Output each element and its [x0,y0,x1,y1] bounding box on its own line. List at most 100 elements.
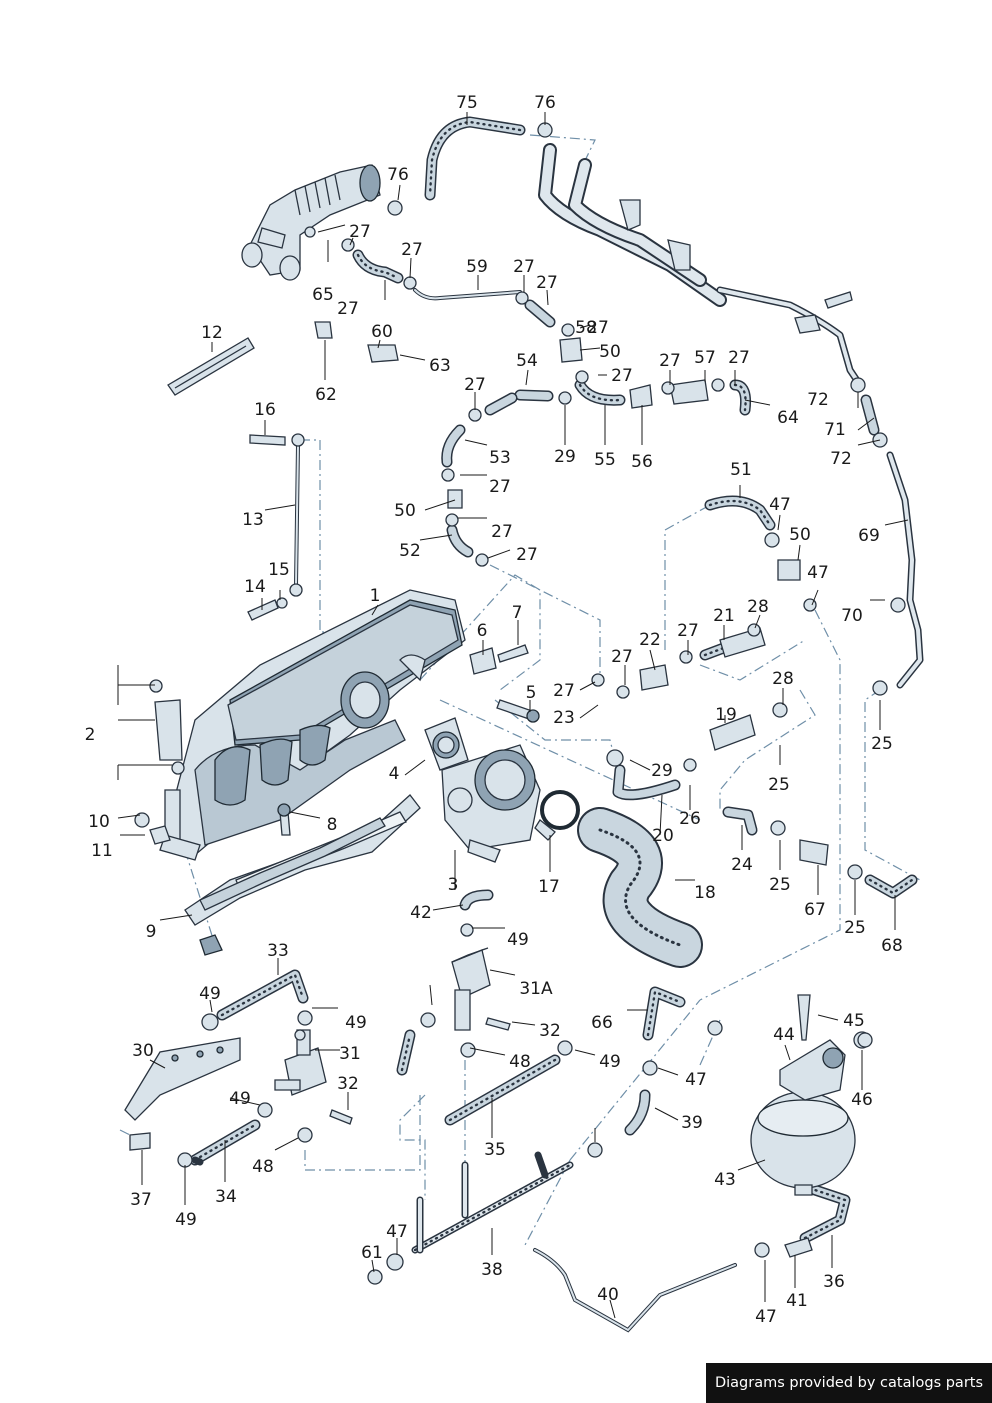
callout-label: 33 [267,941,289,961]
callout-label: 25 [768,775,790,795]
callout-label: 27 [489,477,511,497]
callout-label: 54 [516,351,538,371]
bracket-30 [124,1037,241,1151]
callout-label: 14 [244,577,266,597]
callout-label: 30 [132,1041,154,1061]
callout-label: 37 [130,1190,152,1210]
callout-label: 5 [526,683,537,703]
callout-label: 66 [591,1013,613,1033]
callout-label: 22 [639,630,661,650]
callout-label: 26 [679,809,701,829]
callout-label: 75 [456,93,478,113]
callout-label: 47 [769,495,791,515]
callout-label: 49 [199,984,221,1004]
callout-label: 4 [389,764,400,784]
callout-label: 25 [871,734,893,754]
callout-label: 38 [481,1260,503,1280]
callout-label: 21 [713,606,735,626]
callout-label: 36 [823,1272,845,1292]
callout-label: 20 [652,826,674,846]
callout-label: 34 [215,1187,237,1207]
clamps [134,122,906,1285]
footer-credit: Diagrams provided by catalogs parts [706,1363,992,1403]
callout-label: 18 [694,883,716,903]
callout-label: 27 [611,366,633,386]
callout-label: 27 [728,348,750,368]
callout-label: 27 [536,273,558,293]
callout-label: 43 [714,1170,736,1190]
callout-label: 40 [597,1285,619,1305]
callout-label: 56 [631,452,653,472]
callout-label: 8 [327,815,338,835]
callout-label: 9 [146,922,157,942]
callout-label: 72 [807,390,829,410]
callout-label: 3 [448,875,459,895]
callout-label: 49 [345,1013,367,1033]
callout-label: 70 [841,606,863,626]
callout-label: 31 [339,1044,361,1064]
callout-label: 27 [659,351,681,371]
fuel-lines [191,1151,737,1333]
callout-label: 47 [386,1222,408,1242]
callout-label: 57 [694,348,716,368]
throttle-body [441,744,580,863]
callout-label: 10 [88,812,110,832]
callout-label: 12 [201,323,223,343]
callout-label: 52 [399,541,421,561]
callout-label: 27 [513,257,535,277]
callout-label: 19 [715,705,737,725]
callout-label: 47 [807,563,829,583]
callout-label: 27 [677,621,699,641]
callout-label: 68 [881,936,903,956]
callout-label: 13 [242,510,264,530]
callout-label: 25 [769,875,791,895]
callout-label: 55 [594,450,616,470]
callout-label: 49 [599,1052,621,1072]
callout-label: 49 [175,1210,197,1230]
callout-label: 35 [484,1140,506,1160]
callout-label: 23 [553,708,575,728]
callout-label: 50 [789,525,811,545]
callout-label: 27 [611,647,633,667]
callout-label: 29 [554,447,576,467]
callout-label: 32 [539,1021,561,1041]
callout-label: 76 [387,165,409,185]
callout-label: 50 [394,501,416,521]
callout-label: 28 [747,597,769,617]
callout-label: 63 [429,356,451,376]
intake-manifold [159,589,466,861]
callout-label: 48 [252,1157,274,1177]
callout-label: 25 [844,918,866,938]
callout-label: 72 [830,449,852,469]
callout-label: 47 [685,1070,707,1090]
callout-label: 27 [491,522,513,542]
callout-label: 44 [773,1025,795,1045]
callout-label: 27 [587,318,609,338]
callout-label: 59 [466,257,488,277]
callout-label: 41 [786,1291,808,1311]
callout-label: 1 [370,586,381,606]
callout-label: 71 [824,420,846,440]
callout-label: 51 [730,460,752,480]
callout-label: 32 [337,1074,359,1094]
callout-label: 6 [477,621,488,641]
callout-label: 27 [516,545,538,565]
callout-label: 27 [349,222,371,242]
callout-label: 64 [777,408,799,428]
callout-label: 65 [312,285,334,305]
callout-label: 62 [315,385,337,405]
callout-label: 29 [651,761,673,781]
coolant-pipe [538,143,864,389]
callout-label: 28 [772,669,794,689]
canister [750,994,871,1196]
valves [149,321,829,1258]
callout-label: 67 [804,900,826,920]
callout-label: 42 [410,903,432,923]
callout-label: 46 [851,1090,873,1110]
bolts [277,291,853,1125]
callout-label: 48 [509,1052,531,1072]
callout-label: 31A [519,979,553,999]
callout-label: 15 [268,560,290,580]
callout-label: 7 [512,603,523,623]
